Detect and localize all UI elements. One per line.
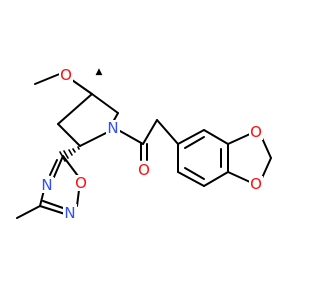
atom-o-oxadiazole-1: O: [74, 174, 88, 192]
bond-c5ox-n4: [53, 155, 64, 178]
bond-c3-methyl: [16, 205, 41, 219]
bond-ar-inner-3: [184, 167, 205, 180]
bond-o-ch2-top: [261, 137, 272, 159]
atom-o-methoxy: O: [59, 66, 73, 84]
svg-text:O: O: [60, 66, 72, 84]
atom-o-dioxole-top: O: [249, 123, 263, 141]
atom-o-carbonyl: O: [137, 161, 151, 179]
bond-ar-2: [203, 129, 229, 145]
bond-c5ox-o1: [62, 155, 79, 177]
svg-text:O: O: [75, 174, 87, 192]
hashed-wedge-bond: [59, 146, 80, 162]
atom-o-dioxole-bottom: O: [249, 175, 263, 193]
bond-ar-o-bottom: [227, 171, 251, 183]
bond-n2-c3: [39, 205, 66, 215]
svg-text:O: O: [250, 175, 262, 193]
bond-ar-4: [203, 171, 229, 187]
atom-n-oxadiazole-4: N: [40, 176, 54, 194]
svg-text:O: O: [138, 161, 150, 179]
bond-ar-inner-1: [184, 136, 205, 149]
bond-methyl-o: [34, 72, 63, 85]
bond-ar-5: [177, 171, 205, 187]
stereo-mark-top: ▲: [96, 67, 103, 77]
bond-o1-n2: [76, 189, 80, 207]
svg-text:N: N: [64, 204, 75, 222]
atom-labels: O N O O O N O N: [40, 66, 263, 222]
svg-text:N: N: [107, 119, 118, 137]
bonds: [16, 72, 272, 219]
svg-text:O: O: [250, 123, 262, 141]
bond-n-c2: [79, 132, 107, 147]
bond-o-c4: [71, 79, 93, 95]
bond-c5ox-n4-inner: [49, 159, 58, 176]
bond-c2-c3: [57, 123, 81, 147]
bond-ar-1: [177, 129, 205, 145]
bond-ar-o-top: [227, 133, 251, 145]
bond-n-carbonyl: [119, 130, 144, 145]
bond-n2-c3-inner: [42, 200, 64, 209]
molecule-canvas: ▲ O N O O O N O: [16, 66, 272, 222]
bond-carbonyl-ch2: [142, 119, 158, 145]
bond-ch2-aryl: [156, 119, 179, 145]
atom-n-pyrrolidine: N: [106, 119, 120, 137]
svg-text:N: N: [41, 176, 52, 194]
bond-o-ch2-bottom: [261, 157, 272, 179]
molecule-structure: ▲ O N O O O N O: [16, 66, 272, 222]
atom-n-oxadiazole-2: N: [63, 204, 77, 222]
bond-c4-c5: [91, 93, 119, 114]
bond-c3-c4: [57, 93, 93, 125]
